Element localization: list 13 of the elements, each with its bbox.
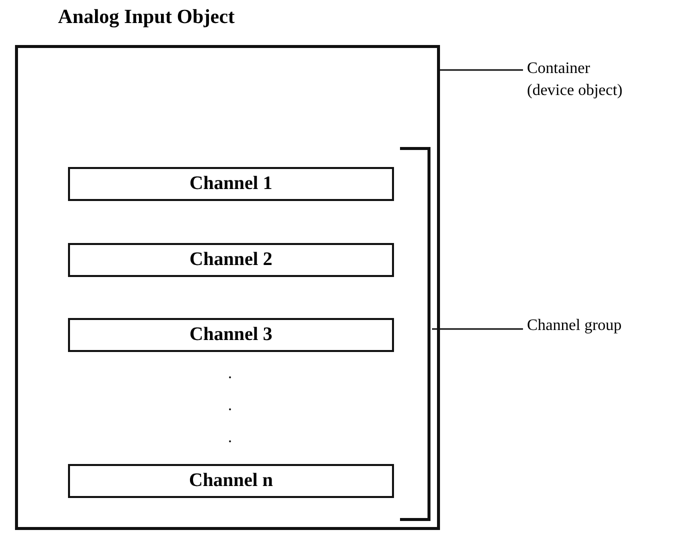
heading: Analog Input Object [58, 6, 235, 29]
channel-box: Channel n [68, 464, 394, 498]
ellipsis-dot: . [228, 430, 232, 446]
channel-box: Channel 1 [68, 167, 394, 201]
channel-box: Channel 2 [68, 243, 394, 277]
ellipsis-dot: . [228, 398, 232, 414]
leader-line [432, 328, 523, 330]
bracket [398, 147, 432, 521]
channel-box: Channel 3 [68, 318, 394, 352]
leader-line [440, 69, 523, 71]
ellipsis-dot: . [228, 366, 232, 382]
annotation-text: Container (device object) [527, 58, 639, 106]
annotation-text: Channel group [527, 315, 687, 343]
